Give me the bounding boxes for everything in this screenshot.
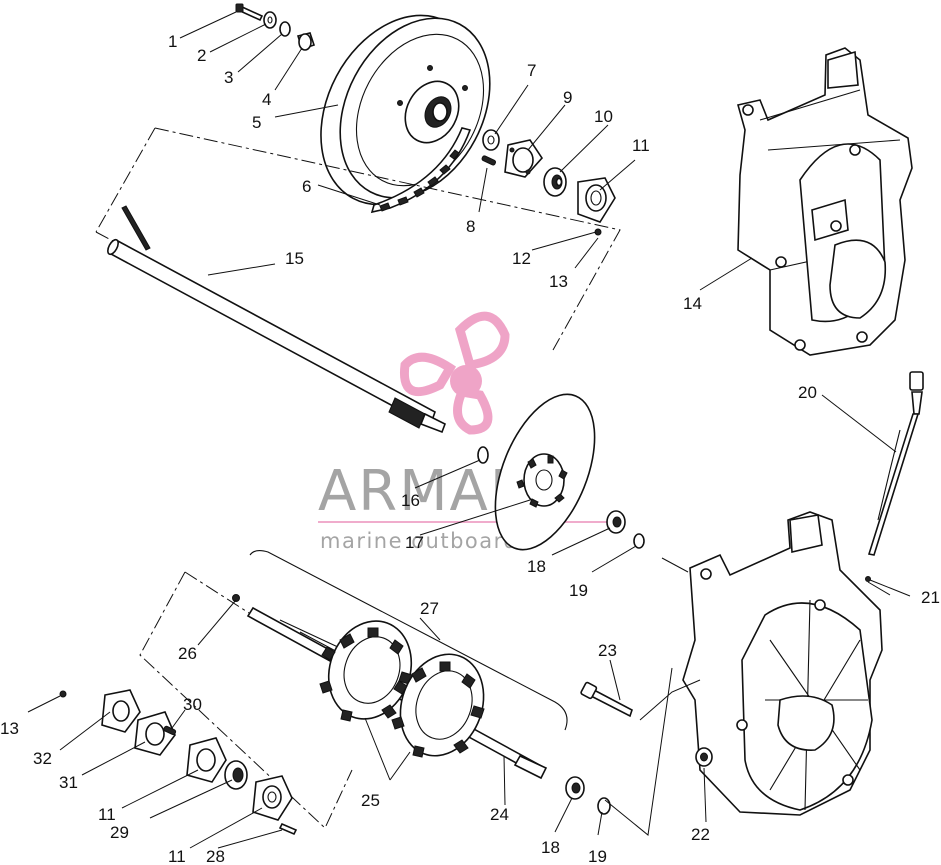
chaincase-cover-assembly bbox=[682, 511, 883, 816]
callout-20: 20 bbox=[798, 383, 817, 402]
callout-12: 12 bbox=[512, 249, 531, 268]
bearing-flange bbox=[504, 139, 544, 178]
callout-25: 25 bbox=[361, 791, 380, 810]
driven-shaft bbox=[107, 205, 447, 434]
o-ring-part bbox=[865, 576, 871, 582]
callout-7: 7 bbox=[527, 61, 536, 80]
dipstick-part bbox=[865, 371, 924, 582]
callout-18-bottom: 18 bbox=[541, 838, 560, 857]
callout-24: 24 bbox=[490, 805, 509, 824]
callout-13-top: 13 bbox=[549, 272, 568, 291]
assembly-guide-line bbox=[139, 571, 353, 829]
callout-27: 27 bbox=[420, 599, 439, 618]
callout-31: 31 bbox=[59, 773, 78, 792]
bearing-stack bbox=[59, 689, 298, 836]
callout-2: 2 bbox=[197, 46, 206, 65]
washer-part bbox=[263, 11, 277, 29]
bolt-part bbox=[232, 594, 240, 602]
chaincase-housing bbox=[737, 47, 913, 356]
callout-15: 15 bbox=[285, 249, 304, 268]
callout-13-bottom: 13 bbox=[0, 719, 19, 738]
callout-17: 17 bbox=[405, 533, 424, 552]
nut-part bbox=[695, 747, 713, 767]
callout-11-bottom: 11 bbox=[168, 847, 186, 865]
callout-32: 32 bbox=[33, 749, 52, 768]
callout-8: 8 bbox=[466, 217, 475, 236]
callout-3: 3 bbox=[224, 68, 233, 87]
callout-labels: 1 2 3 4 5 6 7 8 9 10 11 12 13 14 15 16 1… bbox=[0, 32, 940, 865]
assembly-bracket bbox=[249, 549, 568, 731]
callout-29: 29 bbox=[110, 823, 129, 842]
watermark-tagline: marine outboards bbox=[320, 529, 531, 553]
leader-lines bbox=[27, 11, 911, 849]
callout-18-mid: 18 bbox=[527, 557, 546, 576]
sprocket-disc bbox=[494, 393, 596, 551]
drive-sprockets bbox=[319, 620, 485, 758]
callout-14: 14 bbox=[683, 294, 702, 313]
o-ring-part bbox=[477, 446, 489, 464]
callout-10: 10 bbox=[594, 107, 613, 126]
nut-part bbox=[59, 690, 67, 698]
callout-16: 16 bbox=[401, 491, 420, 510]
callout-21: 21 bbox=[921, 588, 940, 607]
callout-30: 30 bbox=[183, 695, 202, 714]
roll-pin-part bbox=[481, 155, 497, 166]
callout-19-mid: 19 bbox=[569, 581, 588, 600]
callout-4: 4 bbox=[262, 90, 271, 109]
callout-1: 1 bbox=[168, 32, 177, 51]
middle-parts bbox=[477, 393, 645, 551]
propeller-logo-icon bbox=[399, 311, 510, 435]
bearing-part bbox=[543, 167, 567, 197]
callout-11-top: 11 bbox=[632, 136, 650, 155]
washer-part bbox=[482, 129, 500, 151]
callout-19-bottom: 19 bbox=[588, 847, 607, 865]
drive-chain bbox=[370, 127, 472, 214]
callout-28: 28 bbox=[206, 847, 225, 865]
callout-6: 6 bbox=[302, 177, 311, 196]
bolt-part bbox=[580, 681, 633, 718]
o-ring-part bbox=[633, 533, 645, 549]
washer-part bbox=[279, 21, 291, 37]
bearing-flange bbox=[577, 177, 616, 223]
bushing-part bbox=[296, 32, 316, 51]
callout-9: 9 bbox=[563, 88, 572, 107]
bolt-part bbox=[235, 3, 264, 22]
o-ring-part bbox=[597, 797, 611, 815]
callout-26: 26 bbox=[178, 644, 197, 663]
callout-11-mid: 11 bbox=[98, 805, 116, 824]
callout-5: 5 bbox=[252, 113, 261, 132]
driven-pulley-assembly bbox=[235, 3, 616, 236]
callout-22: 22 bbox=[691, 825, 710, 844]
callout-23: 23 bbox=[598, 641, 617, 660]
